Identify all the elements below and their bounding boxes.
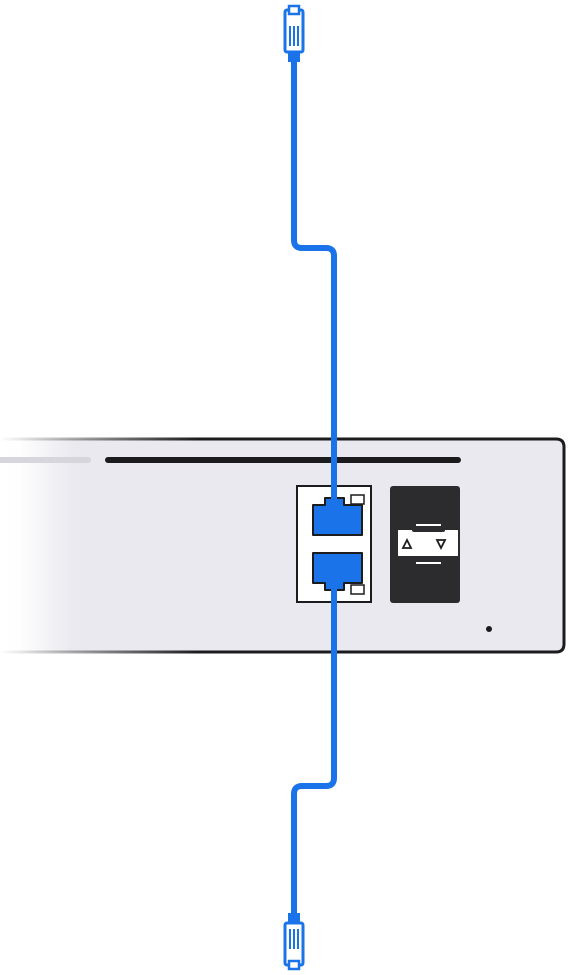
up-arrow-icon xyxy=(401,537,413,549)
cable-bottom xyxy=(283,583,337,971)
cable-wire xyxy=(291,583,337,921)
rj45-connector-icon xyxy=(283,913,305,971)
sfp-port[interactable] xyxy=(390,486,460,603)
chassis-fade xyxy=(0,436,250,656)
status-led xyxy=(486,626,492,632)
connector-tab xyxy=(287,959,301,971)
rj45-port-bottom[interactable] xyxy=(312,552,365,595)
rj45-port-block xyxy=(296,485,372,603)
connector-tab xyxy=(287,4,301,16)
switch-chassis xyxy=(0,436,566,656)
rj45-connector-icon xyxy=(283,4,305,62)
link-led xyxy=(350,494,365,505)
port-jack xyxy=(312,552,363,591)
port-jack xyxy=(312,497,363,536)
sfp-slot xyxy=(398,530,458,556)
rj45-port-top[interactable] xyxy=(312,494,365,536)
link-led xyxy=(350,584,365,595)
cable-top xyxy=(283,4,337,506)
cable-wire xyxy=(291,57,337,506)
chassis-outline xyxy=(0,437,566,654)
down-arrow-icon xyxy=(435,539,447,551)
